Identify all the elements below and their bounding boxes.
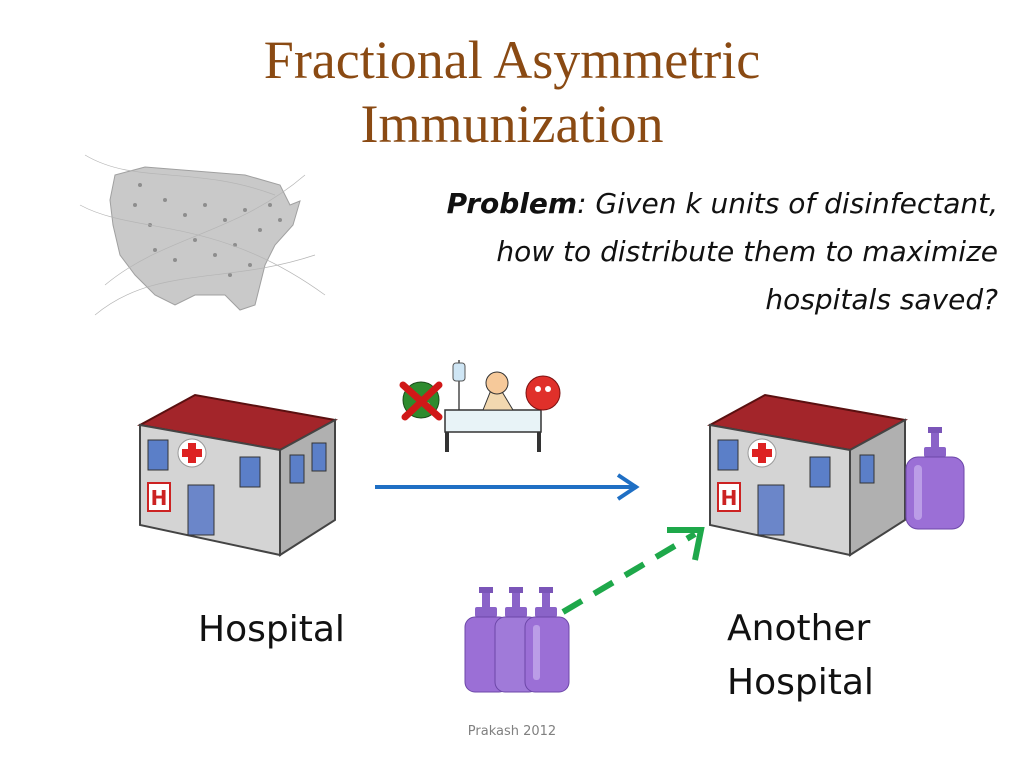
problem-keyword: Problem bbox=[446, 187, 578, 220]
disinfectant-arrow bbox=[561, 527, 705, 615]
germ-red-icon bbox=[525, 375, 561, 411]
soap-bottles-icon bbox=[464, 587, 570, 693]
problem-line-3: hospitals saved? bbox=[765, 283, 998, 316]
slide-footer: Prakash 2012 bbox=[467, 724, 557, 739]
slide-title: Fractional Asymmetric Immunization bbox=[0, 28, 1024, 156]
another-hospital-label: Another Hospital bbox=[727, 602, 874, 710]
soap-bottle-icon bbox=[905, 427, 965, 530]
problem-line-1: : Given k units of disinfectant, bbox=[577, 187, 998, 220]
hospital-label: Hospital bbox=[198, 609, 345, 650]
another-hospital-building-icon: H bbox=[707, 393, 908, 557]
problem-statement: Problem: Given k units of disinfectant, … bbox=[330, 180, 998, 324]
title-line-2: Immunization bbox=[360, 94, 664, 154]
svg-text:H: H bbox=[721, 486, 738, 510]
problem-line-2: how to distribute them to maximize bbox=[496, 235, 998, 268]
another-hospital-label-line-2: Hospital bbox=[727, 662, 874, 703]
svg-text:H: H bbox=[151, 486, 168, 510]
hospital-building-icon: H bbox=[137, 393, 338, 557]
sick-patient-icon bbox=[399, 360, 561, 452]
another-hospital-label-line-1: Another bbox=[727, 608, 871, 649]
us-map-icon bbox=[79, 154, 326, 316]
spread-arrow bbox=[375, 473, 640, 501]
title-line-1: Fractional Asymmetric bbox=[263, 30, 761, 90]
cross-mark-icon bbox=[399, 381, 443, 421]
